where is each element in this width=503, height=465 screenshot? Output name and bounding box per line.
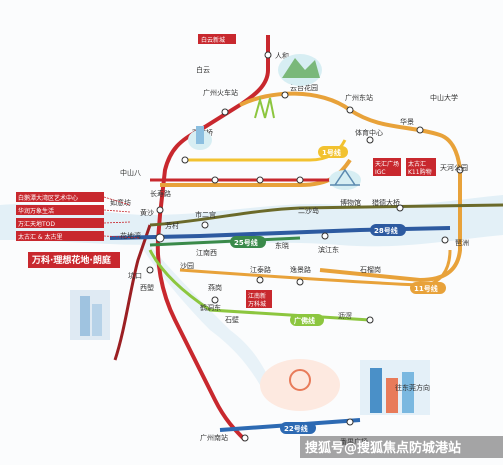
line-28 [109, 226, 451, 240]
label-yunshan: 云台花园 [290, 83, 318, 92]
line-11 [179, 249, 452, 287]
illustration-mountain [278, 54, 322, 86]
label-pazhou: 琶洲 [455, 239, 469, 247]
label-xilang: 西塱 [140, 283, 154, 292]
label-fanyu: 番禺广场 [340, 437, 368, 446]
label-huangsha: 黄沙 [140, 208, 154, 217]
label-nanzhan: 广州南站 [200, 433, 228, 442]
label-uni-1: 中山大学 [430, 93, 458, 102]
badge-line-28: 28号线 [370, 224, 406, 236]
tag-left-4: 太古汇 & 太古里 [18, 233, 63, 241]
badge-line-1-label: 1号线 [322, 148, 341, 157]
label-direction: 往东莞方向 [395, 383, 430, 392]
tag-connectors [103, 196, 141, 239]
tag-taigu-hui-l1: 太古汇 [408, 160, 426, 168]
label-dongzhan: 广州东站 [345, 93, 373, 102]
line-8 [149, 203, 503, 227]
badge-line-25-label: 25号线 [234, 238, 258, 247]
label-shijiao: 石壁 [225, 315, 239, 324]
tag-left-1: 白鹅潭大湾区艺术中心 [18, 194, 78, 202]
tag-baiyun-xincheng: 白云新城 [198, 34, 236, 44]
label-dongsha: 东晓 [275, 241, 289, 250]
label-kengkou: 花地湾 [120, 231, 141, 240]
label-binjiangdong: 滨江东 [318, 245, 339, 254]
badge-line-11: 11号线 [410, 282, 446, 294]
label-ruyifang: 如意坊 [110, 198, 131, 207]
badge-line-guangfo: 广佛线 [290, 314, 324, 326]
label-tiyuzhongxin: 体育中心 [355, 128, 383, 137]
label-yijinglu: 逸景路 [290, 265, 311, 274]
line-2-branch [113, 224, 152, 361]
badge-line-1: 1号线 [318, 146, 348, 158]
label-huajing: 华景 [400, 117, 414, 126]
label-changshou: 长寿路 [150, 189, 171, 198]
tag-jiangtai-l2: 万科城 [248, 300, 266, 308]
project-badge-label: 万科·理想花地·朗庭 [31, 254, 112, 266]
label-yanyi: 燕岗 [208, 283, 222, 292]
watermark: 搜狐号@搜狐焦点防城港站 [300, 436, 503, 458]
label-kengkou2: 坑口 [128, 271, 142, 280]
illustration-cbd [360, 360, 430, 415]
badge-line-25: 25号线 [230, 236, 266, 248]
illustration-building-left [70, 290, 110, 340]
stations [146, 51, 464, 442]
badge-line-guangfo-label: 广佛线 [294, 316, 315, 325]
label-shiliangang: 石榴岗 [360, 265, 381, 274]
project-badge: 万科·理想花地·朗庭 [28, 252, 120, 268]
label-liededaqiao: 猎德大桥 [372, 198, 400, 207]
label-renhe: 人和 [275, 51, 289, 60]
left-tags: 白鹅潭大湾区艺术中心 华润万象生活 万汇天地TOD 太古汇 & 太古里 [16, 192, 104, 241]
line-25 [149, 236, 301, 247]
tag-baiyun-xincheng-label: 白云新城 [201, 36, 225, 44]
illustration-grass [254, 96, 275, 119]
badge-line-22-label: 22号线 [284, 424, 308, 433]
label-lijiao: 沥滘 [338, 311, 352, 320]
tag-left-3: 万汇天地TOD [18, 220, 55, 228]
label-baiyun: 白云 [196, 65, 210, 74]
label-jiangnanxi: 江南西 [196, 248, 217, 257]
badge-line-22: 22号线 [280, 422, 316, 434]
label-tianhe-gongyuan: 天河公园 [440, 164, 468, 172]
illustration-bridge [329, 168, 361, 190]
label-ershasha: 二沙岛 [298, 206, 319, 215]
label-fangcun: 芳村 [165, 221, 179, 230]
label-hedong: 鹤洞东 [200, 303, 221, 312]
tag-taigu-hui-l2: K11购物 [408, 168, 432, 176]
label-shiergong: 市二宫 [195, 210, 216, 219]
badge-line-11-label: 11号线 [414, 284, 438, 293]
line-3 [239, 91, 462, 283]
label-jiangtaixi: 江泰路 [250, 265, 271, 274]
label-shachong: 沙园 [180, 262, 194, 270]
tag-left-2: 华润万象生活 [18, 207, 54, 215]
line-2 [155, 35, 270, 442]
tag-tianhe-plaza-l1: 天汇广场 [375, 160, 399, 168]
tag-tianhe-plaza-l2: IGC [375, 169, 386, 176]
label-bowuguan: 博物馆 [340, 198, 361, 207]
watermark-text: 搜狐号@搜狐焦点防城港站 [305, 440, 461, 456]
illustration-tower [188, 126, 212, 150]
label-huochezhan: 广州火车站 [203, 88, 238, 97]
illustration-park [260, 359, 340, 411]
tag-jiangtai-l1: 江南新 [248, 292, 266, 300]
badge-line-28-label: 28号线 [374, 226, 398, 235]
line-guangfo [148, 249, 371, 322]
label-zhongshanba: 中山八 [120, 168, 141, 177]
